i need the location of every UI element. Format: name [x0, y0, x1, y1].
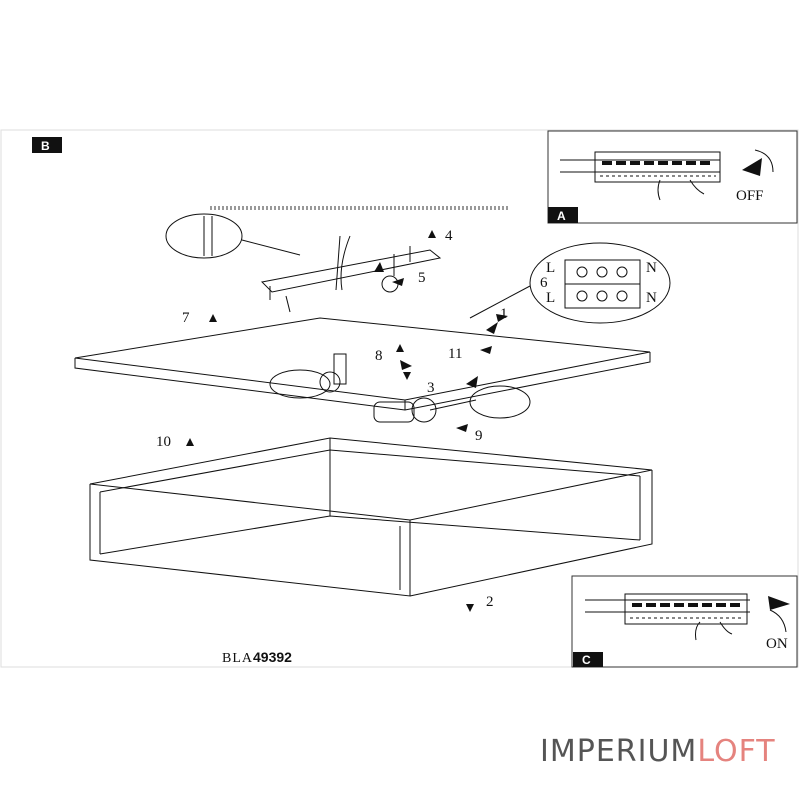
- callout-6: 6: [540, 275, 548, 291]
- glass-shade: [89, 437, 653, 597]
- switch-label-on: ON: [766, 636, 788, 652]
- wire-label-n-bottom: N: [646, 290, 657, 306]
- wire-label-n-top: N: [646, 260, 657, 276]
- brand-logo: IMPERIUMLOFT: [540, 734, 776, 769]
- panel-c: C ON: [571, 575, 798, 668]
- arrow-11-icon: [480, 346, 492, 354]
- arrow-9-icon: [456, 424, 468, 432]
- wire-label-l-top: L: [546, 260, 555, 276]
- arrow-10-icon: [186, 438, 194, 446]
- terminal-block-a: [560, 149, 774, 201]
- wiring-detail: [469, 242, 671, 324]
- callout-5: 5: [418, 270, 426, 286]
- switch-arrow-a-icon: [742, 158, 762, 176]
- panel-b-tag-box: [32, 137, 62, 153]
- callout-3: 3: [427, 380, 435, 396]
- arrow-1-icon: [486, 322, 498, 334]
- model-digits: 49392: [253, 649, 292, 665]
- panel-c-tag: C: [582, 653, 591, 667]
- panel-c-tag-box: [573, 652, 603, 667]
- callout-7: 7: [182, 310, 190, 326]
- arrow-4-icon: [428, 230, 436, 238]
- ceiling-mount: [165, 206, 510, 313]
- panel-a: A OFF: [547, 130, 798, 224]
- callout-4: 4: [445, 228, 453, 244]
- diagram-frame: [0, 129, 799, 668]
- callout-1: 1: [500, 306, 508, 322]
- canopy-plate: [74, 317, 651, 411]
- arrow-8-icon: [396, 344, 404, 352]
- panel-b: B: [32, 137, 62, 153]
- model-number: BLA49392: [222, 649, 292, 667]
- callout-11: 11: [448, 346, 462, 362]
- callout-arrows: [186, 230, 508, 612]
- terminal-block-c: [585, 593, 787, 641]
- lamp-holders: [269, 353, 531, 423]
- callout-2: 2: [486, 594, 494, 610]
- panel-b-tag: B: [41, 139, 50, 153]
- brand-part2: LOFT: [697, 734, 776, 769]
- panel-a-tag: A: [557, 209, 566, 223]
- arrow-5-icon: [392, 278, 404, 286]
- arrow-7-icon: [209, 314, 217, 322]
- arrow-3-icon: [403, 372, 411, 380]
- panel-a-tag-box: [548, 207, 578, 223]
- switch-arrow-c-icon: [768, 596, 790, 610]
- switch-label-off: OFF: [736, 188, 764, 204]
- brand-part1: IMPERIUM: [540, 734, 698, 769]
- callout-10: 10: [156, 434, 171, 450]
- model-prefix: BLA: [222, 651, 253, 666]
- callout-8: 8: [375, 348, 383, 364]
- arrow-2-icon: [466, 604, 474, 612]
- callout-9: 9: [475, 428, 483, 444]
- wire-label-l-bottom: L: [546, 290, 555, 306]
